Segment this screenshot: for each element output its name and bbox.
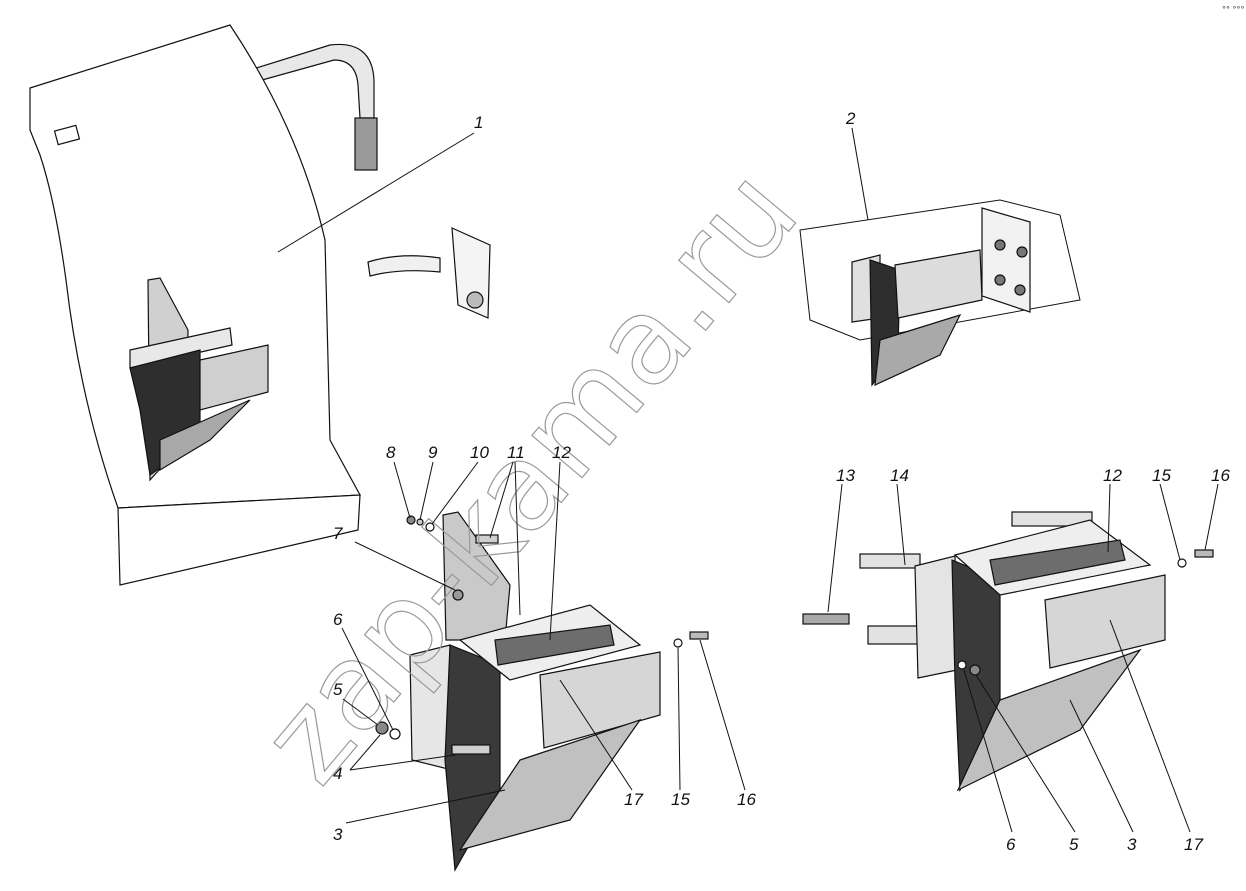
- box-front-17: [539, 651, 661, 749]
- stud-upper: [1011, 511, 1093, 527]
- callout-8: 8: [386, 443, 396, 462]
- frame-plate: [981, 207, 1031, 313]
- frame-bolt-1: [994, 239, 1006, 251]
- callout-6-center: 6: [333, 610, 343, 629]
- bolt-11: [475, 534, 499, 544]
- stud-lower: [867, 625, 921, 645]
- flap-block-top: [129, 327, 233, 369]
- callout-14: 14: [890, 466, 909, 485]
- callout-3-center: 3: [333, 825, 343, 844]
- right-chute-3: [956, 648, 1142, 792]
- flap-rubber: [117, 494, 361, 586]
- right-box-front-17: [1044, 574, 1166, 669]
- callout-15-right: 15: [1152, 466, 1171, 485]
- callout-4: 4: [333, 764, 342, 783]
- callout-labels: 1 2 3 3 4 5 5 6 6 7 8 9 10 11 12 12 13 1…: [333, 109, 1230, 854]
- callout-15-center: 15: [671, 790, 690, 809]
- leader-lines: [277, 127, 1219, 833]
- callout-9: 9: [428, 443, 438, 462]
- washer-15: [673, 638, 683, 648]
- seal-strip-12: [494, 624, 615, 666]
- nut-8: [406, 515, 416, 525]
- callout-1: 1: [474, 113, 483, 132]
- flap-block-box: [199, 344, 269, 411]
- exploded-view-right: [802, 511, 1214, 793]
- exploded-view-center: [375, 511, 709, 872]
- right-bolt-16: [1194, 549, 1214, 558]
- frame-assembly: [799, 199, 1081, 387]
- callout-7: 7: [333, 524, 343, 543]
- washer-6: [389, 728, 401, 740]
- callout-5-center: 5: [333, 680, 343, 699]
- right-mount-plate: [914, 555, 958, 679]
- frame-bolt-3: [994, 274, 1006, 286]
- stud-14: [859, 553, 921, 569]
- callout-12-right: 12: [1103, 466, 1122, 485]
- right-nut-5: [969, 664, 981, 676]
- bracket-bolt: [466, 291, 484, 309]
- callout-5-right: 5: [1069, 835, 1079, 854]
- right-washer-6: [957, 660, 967, 670]
- callout-11: 11: [507, 443, 525, 462]
- callout-10: 10: [470, 443, 489, 462]
- nut-5: [375, 721, 389, 735]
- callout-3-right: 3: [1127, 835, 1137, 854]
- frame-bolt-4: [1014, 284, 1026, 296]
- callout-17-center: 17: [624, 790, 643, 809]
- tube-clamp: [354, 117, 378, 171]
- bracket-hole: [452, 589, 464, 601]
- frame-block-chute: [874, 314, 962, 386]
- callout-16-center: 16: [737, 790, 756, 809]
- washer-10: [425, 522, 435, 532]
- flap-block-chute: [159, 399, 251, 472]
- mudflap-assembly: [29, 24, 491, 586]
- right-washer-15: [1177, 558, 1187, 568]
- callout-6-right: 6: [1006, 835, 1016, 854]
- frame-bolt-2: [1016, 246, 1028, 258]
- bolt-13: [802, 613, 850, 625]
- corner-mark: °° °°°: [1222, 5, 1245, 14]
- flap-slot: [53, 124, 81, 146]
- callout-12-center: 12: [552, 443, 571, 462]
- callout-2: 2: [845, 109, 856, 128]
- frame-block-box: [894, 249, 983, 319]
- callout-13: 13: [836, 466, 855, 485]
- bolt-16: [689, 631, 709, 640]
- right-seal-12: [989, 539, 1126, 586]
- lower-tube: [367, 255, 441, 277]
- callout-17-right: 17: [1184, 835, 1203, 854]
- chute-3: [458, 718, 642, 852]
- frame-outline: [799, 199, 1081, 341]
- callout-16-right: 16: [1211, 466, 1230, 485]
- bracket-plate-7: [442, 511, 511, 641]
- flap-shield: [29, 24, 361, 509]
- bolt-4: [451, 744, 491, 755]
